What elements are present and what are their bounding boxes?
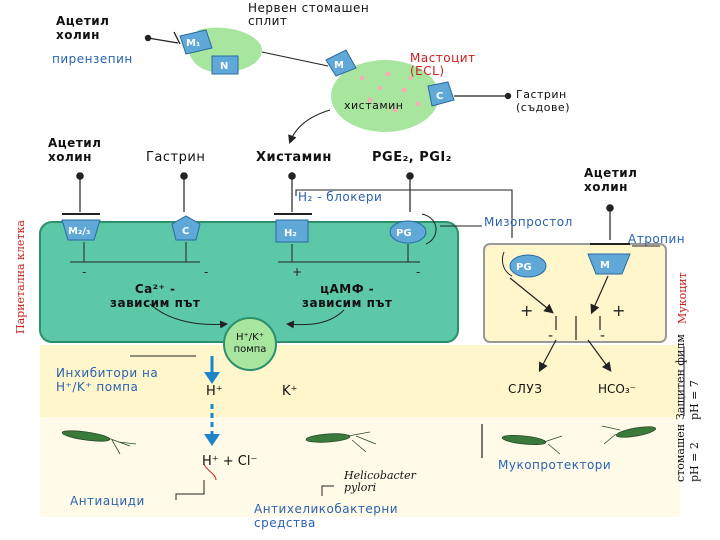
bicarb-label: HCO₃⁻ (598, 382, 636, 396)
mucocyte-cell (483, 243, 667, 343)
nerve-mast-line (261, 51, 329, 67)
rcp-m23-label: M₂/₃ (68, 226, 90, 237)
rcp-pg-label: PG (396, 228, 412, 239)
atropine-label: Атропин (628, 232, 686, 246)
histamine-small-label: хистамин (344, 99, 404, 112)
pirenzepine-label: пирензепин (52, 52, 133, 66)
pirenzepine-block (173, 31, 181, 45)
h2-blockers-label: H₂ - блокери (298, 190, 383, 204)
receptor-n-top (211, 55, 239, 75)
sign-labels: - - + - + + - - (82, 265, 625, 344)
rcp-m-mast-label: M (334, 60, 344, 71)
rcp-pg-muco-label: PG (516, 262, 532, 273)
receptor-m-mucocyte (587, 253, 631, 275)
signal-lines (70, 242, 420, 329)
rcp-m1-label: M₁ (186, 38, 200, 49)
mucocyte-lines (509, 275, 612, 373)
misoprostol-label: Мизопростол (484, 215, 573, 229)
receptor-g (171, 215, 201, 241)
rcp-n-label: N (220, 61, 228, 72)
antihelico-bracket (321, 485, 334, 496)
receptor-labels: M₁ N M C M₂/₃ C H₂ PG PG M (68, 38, 610, 273)
pump-label: H⁺/K⁺помпа (233, 332, 267, 355)
receptor-h2 (275, 219, 309, 243)
helicobacter-bacteria (61, 425, 657, 455)
h-ion-label: H⁺ (206, 384, 223, 399)
gastrin-vessel-dot (504, 92, 512, 100)
rcp-c-mast-label: C (436, 91, 443, 102)
row-histamine-label: Хистамин (256, 150, 332, 165)
camp-pathway-label: цАМФ -зависим път (302, 282, 393, 310)
blocker-bars (62, 213, 630, 245)
sign-plus-1: + (292, 265, 302, 279)
hk-pump (223, 317, 277, 371)
histamine-release-arrow (288, 109, 331, 145)
receptor-c-mast (427, 81, 455, 107)
ligand-stems (76, 172, 614, 240)
receptor-pg (389, 220, 427, 244)
hcl-brace (203, 463, 217, 481)
sign-minus-4: - (548, 328, 553, 344)
misoprostol-bracket-2 (501, 251, 513, 277)
hcl-label: H⁺ + Cl⁻ (202, 454, 258, 469)
sign-minus-2: - (204, 265, 208, 279)
sign-minus-1: - (82, 265, 86, 279)
receptor-m1-top (179, 29, 213, 55)
row-pg-label: PGE₂, PGI₂ (372, 150, 452, 165)
parietal-cell-vertical-label: Париетална клетка (14, 220, 27, 334)
mucosa-band (40, 345, 680, 417)
ca-pathway-label: Ca²⁺ -зависим път (110, 282, 201, 310)
mast-cell-granules (359, 71, 421, 113)
sign-plus-2: + (520, 301, 533, 320)
rcp-g-label: C (182, 226, 189, 237)
receptor-m23 (61, 219, 101, 241)
mucocyte-vertical-label: Мукоцит (676, 272, 689, 324)
h-ion-blue-arrows (204, 356, 220, 446)
gastrin-vessels-label: Гастрин(съдове) (516, 88, 570, 114)
misoprostol-bracket-1 (421, 213, 437, 245)
mucus-label: СЛУЗ (508, 382, 543, 396)
h2-blocker-line (295, 189, 513, 238)
rcp-h2-label: H₂ (284, 228, 297, 239)
rcp-m-muco-label: M (600, 260, 610, 271)
ach-top-dot (144, 34, 152, 42)
receptor-m-mast (325, 49, 357, 77)
antacid-bracket (175, 480, 205, 500)
row-gastrin-label: Гастрин (146, 150, 206, 165)
sign-minus-5: - (600, 328, 605, 344)
mast-cell-label: Мастоцит(ECL) (410, 51, 476, 78)
sign-minus-3: - (416, 265, 420, 279)
antacids-label: Антиациди (70, 494, 145, 508)
mucoprotectors-label: Мукопротектори (498, 458, 612, 472)
receptor-pg-mucocyte (509, 254, 547, 278)
k-ion-label: K⁺ (282, 384, 298, 399)
sign-plus-3: + (612, 301, 625, 320)
ach-top-line (147, 37, 179, 44)
